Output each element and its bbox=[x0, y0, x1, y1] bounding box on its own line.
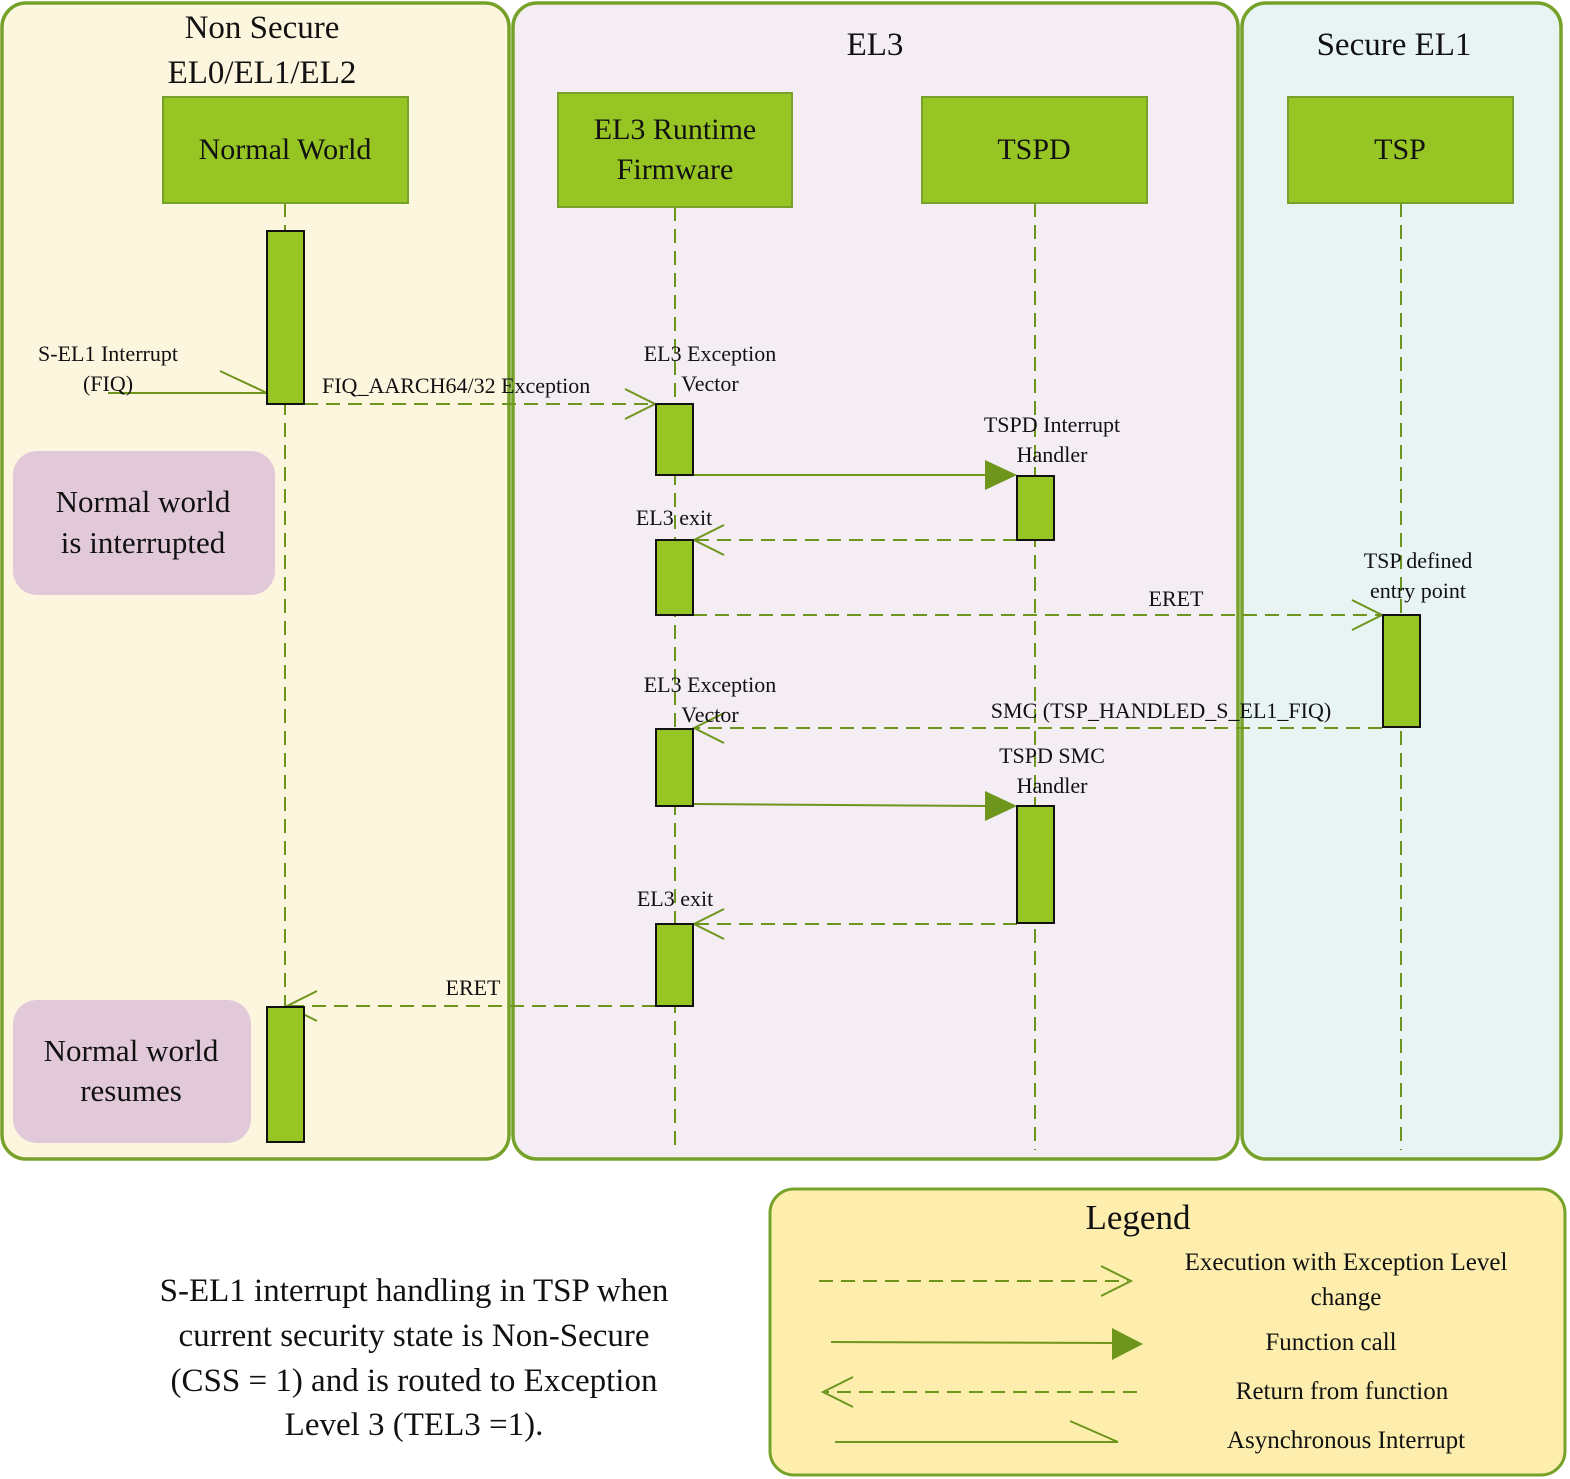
svg-text:resumes: resumes bbox=[80, 1073, 182, 1108]
svg-text:Asynchronous Interrupt: Asynchronous Interrupt bbox=[1227, 1427, 1465, 1454]
legend-item-return: Return from function bbox=[820, 1376, 1449, 1408]
svg-text:Handler: Handler bbox=[1017, 442, 1089, 467]
actor-tsp[interactable]: TSP bbox=[1287, 96, 1514, 204]
svg-text:entry point: entry point bbox=[1370, 578, 1466, 603]
legend-item-el-change: Execution with Exception Level change bbox=[819, 1249, 1507, 1311]
actor-tspd[interactable]: TSPD bbox=[921, 96, 1148, 204]
legend: Legend Execution with Exception Level ch… bbox=[768, 1187, 1567, 1477]
message-el3-exit-2: EL3 exit bbox=[637, 886, 1017, 940]
message-tspd-smc-handler-call: TSPD SMC Handler bbox=[692, 743, 1105, 821]
lane-title-non-secure-line1: Non Secure bbox=[185, 10, 340, 46]
svg-text:Vector: Vector bbox=[681, 702, 739, 727]
lane-title-el3: EL3 bbox=[847, 27, 904, 63]
annotation-el3-exception-vector-1: EL3 Exception Vector bbox=[644, 341, 777, 396]
message-el3-exit-1: EL3 exit bbox=[636, 505, 1017, 556]
svg-text:change: change bbox=[1311, 1284, 1382, 1311]
activation-el3-3 bbox=[655, 728, 694, 807]
activation-el3-4 bbox=[655, 923, 694, 1007]
annotation-el3-exception-vector-2: EL3 Exception Vector bbox=[644, 672, 777, 727]
legend-title: Legend bbox=[1086, 1198, 1191, 1237]
activation-normal-world-1 bbox=[266, 230, 305, 405]
annotation-tsp-entry-point: TSP defined entry point bbox=[1364, 548, 1473, 603]
svg-text:TSP defined: TSP defined bbox=[1364, 548, 1473, 573]
activation-tsp-1 bbox=[1382, 614, 1421, 728]
legend-item-async-interrupt: Asynchronous Interrupt bbox=[835, 1420, 1465, 1454]
actor-el3-runtime-firmware[interactable]: EL3 Runtime Firmware bbox=[557, 92, 793, 208]
actor-label: TSP bbox=[1374, 133, 1426, 166]
message-fiq-exception: FIQ_AARCH64/32 Exception bbox=[304, 373, 658, 420]
actor-label: TSPD bbox=[997, 133, 1070, 166]
message-smc-tsp-handled: SMC (TSP_HANDLED_S_EL1_FIQ) bbox=[691, 698, 1382, 744]
actors: Normal World EL3 Runtime Firmware TSPD T… bbox=[162, 92, 1514, 208]
actor-label: Firmware bbox=[617, 153, 734, 186]
activations bbox=[266, 230, 1421, 1143]
svg-text:Return from function: Return from function bbox=[1236, 1378, 1449, 1405]
svg-text:Vector: Vector bbox=[681, 371, 739, 396]
svg-text:EL3 exit: EL3 exit bbox=[637, 886, 713, 911]
messages: S-EL1 Interrupt (FIQ) FIQ_AARCH64/32 Exc… bbox=[38, 341, 1473, 1022]
svg-text:Function call: Function call bbox=[1265, 1329, 1396, 1356]
svg-text:is interrupted: is interrupted bbox=[61, 525, 226, 560]
lane-title-secure-el1: Secure EL1 bbox=[1317, 27, 1472, 63]
svg-text:SMC (TSP_HANDLED_S_EL1_FIQ): SMC (TSP_HANDLED_S_EL1_FIQ) bbox=[991, 698, 1331, 723]
activation-el3-2 bbox=[655, 539, 694, 616]
svg-text:current security state is Non-: current security state is Non-Secure bbox=[179, 1318, 650, 1354]
activation-el3-1 bbox=[655, 403, 694, 476]
svg-text:Normal world: Normal world bbox=[44, 1033, 219, 1068]
note-normal-world-resumes: Normal world resumes bbox=[13, 1000, 251, 1143]
svg-text:ERET: ERET bbox=[446, 975, 502, 1000]
note-normal-world-interrupted: Normal world is interrupted bbox=[13, 451, 275, 595]
message-eret-to-tsp: ERET bbox=[693, 586, 1385, 631]
actor-label: Normal World bbox=[199, 133, 372, 166]
activation-normal-world-2 bbox=[266, 1006, 305, 1143]
svg-text:EL3 Exception: EL3 Exception bbox=[644, 341, 777, 366]
lane-el3 bbox=[511, 1, 1240, 1161]
svg-text:Normal world: Normal world bbox=[56, 484, 231, 519]
svg-text:(CSS = 1) and is routed to Ex: (CSS = 1) and is routed to Exception bbox=[171, 1363, 658, 1399]
legend-item-function-call: Function call bbox=[830, 1328, 1397, 1360]
lane-title-non-secure-line2: EL0/EL1/EL2 bbox=[168, 55, 357, 91]
message-s-el1-interrupt: S-EL1 Interrupt (FIQ) bbox=[38, 341, 268, 396]
actor-label: EL3 Runtime bbox=[594, 113, 756, 146]
message-tspd-interrupt-handler-call: TSPD Interrupt Handler bbox=[693, 412, 1120, 490]
svg-text:TSPD Interrupt: TSPD Interrupt bbox=[984, 412, 1120, 437]
activation-tspd-2 bbox=[1016, 805, 1055, 924]
activation-tspd-1 bbox=[1016, 475, 1055, 541]
actor-normal-world[interactable]: Normal World bbox=[162, 96, 409, 204]
svg-text:S-EL1 interrupt handling in TS: S-EL1 interrupt handling in TSP when bbox=[160, 1273, 669, 1309]
svg-text:(FIQ): (FIQ) bbox=[83, 371, 133, 396]
svg-text:EL3 Exception: EL3 Exception bbox=[644, 672, 777, 697]
svg-text:Execution with Exception Level: Execution with Exception Level bbox=[1185, 1249, 1508, 1276]
svg-text:S-EL1 Interrupt: S-EL1 Interrupt bbox=[38, 341, 178, 366]
caption: S-EL1 interrupt handling in TSP when cur… bbox=[160, 1273, 669, 1443]
svg-text:TSPD SMC: TSPD SMC bbox=[999, 743, 1105, 768]
svg-text:EL3 exit: EL3 exit bbox=[636, 505, 712, 530]
svg-text:ERET: ERET bbox=[1149, 586, 1205, 611]
svg-text:Level 3 (TEL3 =1).: Level 3 (TEL3 =1). bbox=[285, 1407, 544, 1443]
svg-text:Handler: Handler bbox=[1017, 773, 1089, 798]
notes: Normal world is interrupted Normal world… bbox=[13, 451, 275, 1143]
svg-text:FIQ_AARCH64/32 Exception: FIQ_AARCH64/32 Exception bbox=[322, 373, 590, 398]
legend-box bbox=[768, 1187, 1567, 1477]
